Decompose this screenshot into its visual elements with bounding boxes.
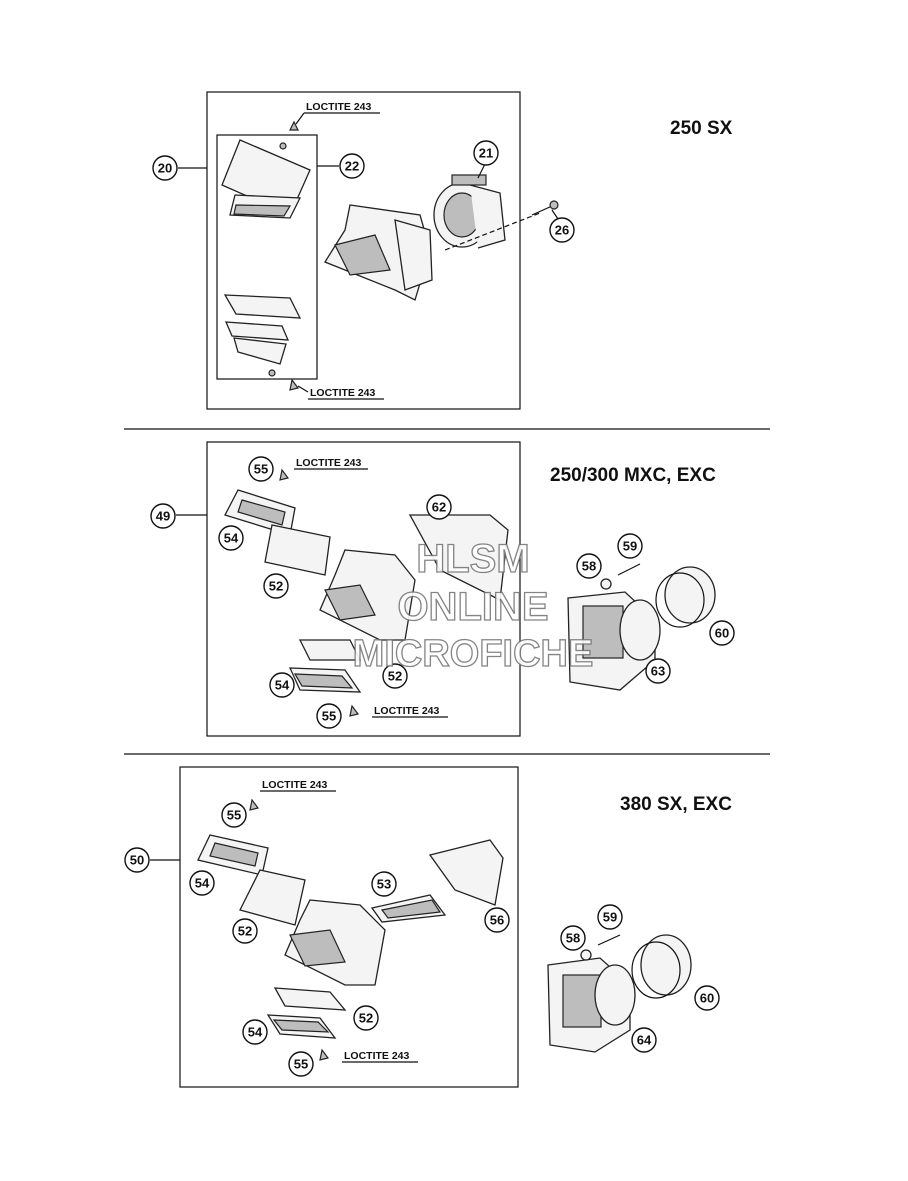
bolt-part (600, 563, 641, 590)
svg-text:58: 58 (582, 559, 596, 574)
screw-part (531, 200, 559, 216)
svg-text:MICROFICHE: MICROFICHE (353, 633, 594, 675)
callout: 50 (124, 847, 150, 873)
callout: 58 (576, 553, 602, 579)
intake-flange (547, 957, 636, 1053)
callout: 20 (152, 155, 178, 181)
hose-clamp (655, 566, 716, 628)
model-title: 250 SX (670, 118, 733, 139)
svg-text:55: 55 (254, 462, 268, 477)
svg-text:21: 21 (479, 146, 493, 161)
callout: 54 (269, 672, 295, 698)
reed-plate-parts (197, 834, 347, 1039)
loctite-label: LOCTITE 243 (344, 1050, 410, 1062)
svg-text:55: 55 (294, 1057, 308, 1072)
callout: 53 (371, 871, 397, 897)
callout: 55 (316, 703, 342, 729)
callout: 60 (709, 620, 735, 646)
reed-valve-block (324, 204, 433, 301)
svg-text:49: 49 (156, 509, 170, 524)
reed-valve-block (284, 899, 386, 986)
svg-text:54: 54 (275, 678, 290, 693)
svg-text:52: 52 (359, 1011, 373, 1026)
callout: 64 (631, 1027, 657, 1053)
callout: 55 (221, 802, 247, 828)
section-250-300-mxc-exc: 250/300 MXC, EXC (150, 441, 735, 737)
callout: 54 (242, 1019, 268, 1045)
loctite-label: LOCTITE 243 (296, 457, 362, 469)
callout: 52 (232, 918, 258, 944)
svg-text:59: 59 (623, 539, 637, 554)
svg-text:56: 56 (490, 913, 504, 928)
model-title: 250/300 MXC, EXC (550, 465, 716, 486)
svg-text:22: 22 (345, 159, 359, 174)
callout: 56 (484, 907, 510, 933)
svg-text:50: 50 (130, 853, 144, 868)
svg-text:20: 20 (158, 161, 172, 176)
callout: 52 (353, 1005, 379, 1031)
svg-text:54: 54 (248, 1025, 263, 1040)
bolt-part (580, 934, 621, 961)
svg-text:52: 52 (269, 579, 283, 594)
callout: 60 (694, 985, 720, 1011)
callout: 26 (549, 217, 575, 243)
callout: 55 (248, 456, 274, 482)
hose-clamp (631, 934, 692, 999)
callout: 58 (560, 925, 586, 951)
svg-text:26: 26 (555, 223, 569, 238)
callout: 22 (339, 153, 365, 179)
loctite-label: LOCTITE 243 (306, 101, 372, 113)
assembly-frame (206, 441, 521, 737)
section-380-sx-exc: 380 SX, EXC (124, 766, 732, 1088)
reed-plate-parts (221, 139, 311, 377)
svg-text:ONLINE: ONLINE (397, 585, 548, 629)
svg-text:63: 63 (651, 664, 665, 679)
section-250-sx: 250 SX (152, 91, 733, 410)
callout: 52 (263, 573, 289, 599)
svg-text:60: 60 (700, 991, 714, 1006)
svg-text:52: 52 (238, 924, 252, 939)
callout: 21 (473, 140, 499, 166)
callout: 59 (617, 533, 643, 559)
svg-text:52: 52 (388, 669, 402, 684)
loctite-label: LOCTITE 243 (374, 705, 440, 717)
callout: 49 (150, 503, 176, 529)
watermark: HLSM ONLINE MICROFICHE (352, 536, 594, 675)
reed-subassembly-bracket (216, 134, 318, 380)
svg-text:54: 54 (195, 876, 210, 891)
reed-stop-56 (428, 839, 504, 906)
svg-text:55: 55 (227, 808, 241, 823)
svg-text:62: 62 (432, 500, 446, 515)
reed-valve-block (319, 549, 416, 641)
callout: 62 (426, 494, 452, 520)
callout: 54 (218, 525, 244, 551)
svg-text:58: 58 (566, 931, 580, 946)
svg-text:64: 64 (637, 1033, 652, 1048)
svg-text:53: 53 (377, 877, 391, 892)
assembly-frame (179, 766, 519, 1088)
reed-stop-53 (370, 894, 447, 923)
callout: 55 (288, 1051, 314, 1077)
reed-plate-parts (224, 489, 362, 693)
callout: 59 (597, 904, 623, 930)
svg-text:HLSM: HLSM (416, 537, 529, 581)
callout: 54 (189, 870, 215, 896)
model-title: 380 SX, EXC (620, 794, 732, 815)
loctite-label: LOCTITE 243 (262, 779, 328, 791)
callout: 63 (645, 658, 671, 684)
loctite-label: LOCTITE 243 (310, 387, 376, 399)
intake-flange (433, 174, 506, 249)
assembly-frame (206, 91, 521, 410)
svg-text:60: 60 (715, 626, 729, 641)
svg-text:54: 54 (224, 531, 239, 546)
reed-stop-62 (408, 514, 509, 601)
svg-text:59: 59 (603, 910, 617, 925)
callout: 52 (382, 663, 408, 689)
svg-text:55: 55 (322, 709, 336, 724)
